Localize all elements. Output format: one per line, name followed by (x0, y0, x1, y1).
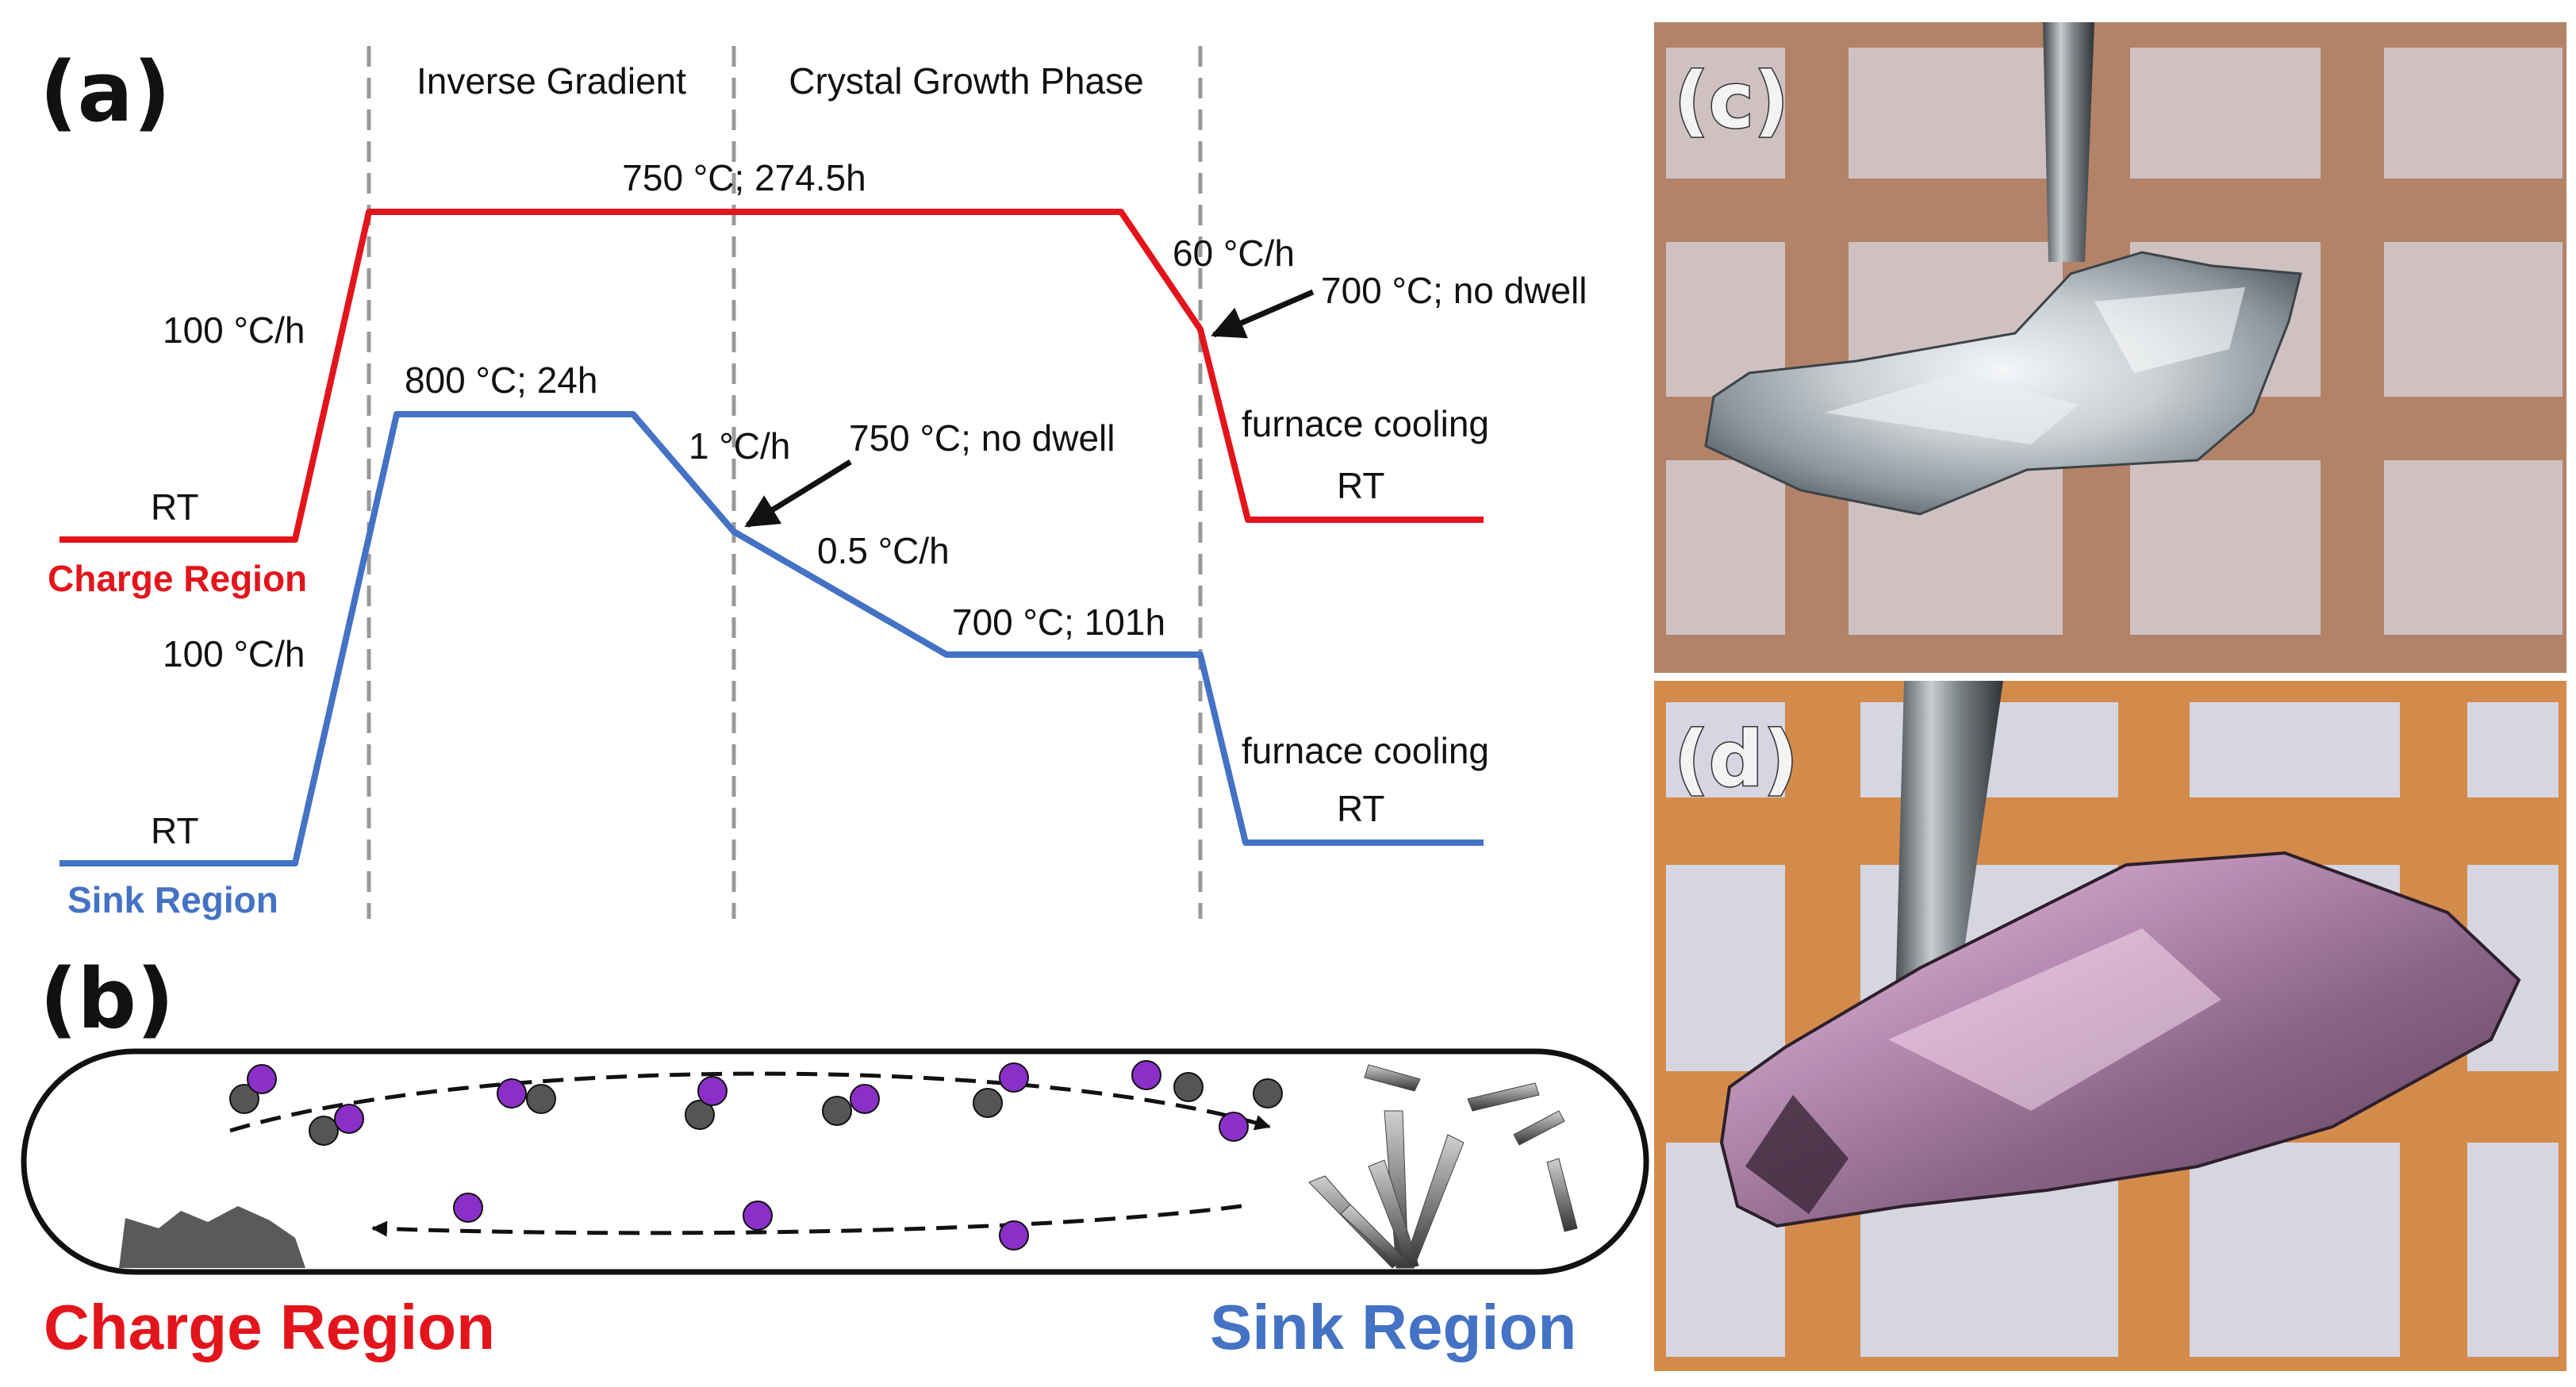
sink-rt-start: RT (151, 810, 199, 851)
panel-d-label: (d) (1674, 715, 1798, 804)
sink-dwell-label: 800 °C; 24h (405, 359, 597, 401)
sink-ramp-label: 100 °C/h (163, 633, 305, 674)
charge-endpoint-label: 700 °C; no dwell (1321, 270, 1587, 311)
arrow-icon (744, 459, 852, 528)
atom-pair-icon (229, 1060, 1283, 1251)
charge-rt-start: RT (151, 486, 199, 528)
ampoule-sink-label: Sink Region (1210, 1292, 1576, 1362)
charge-dwell-label: 750 °C; 274.5h (622, 157, 866, 198)
charge-furnace-label: furnace cooling (1242, 403, 1489, 444)
sink-cool-rate-1-label: 1 °C/h (689, 425, 790, 467)
charge-rt-end: RT (1337, 465, 1385, 506)
phase-dividers (367, 46, 1203, 919)
charge-profile-line (60, 209, 1484, 543)
charge-region-label: Charge Region (48, 558, 307, 599)
sink-profile-line (60, 411, 1484, 866)
tweezer-c (2043, 22, 2094, 262)
charge-cool-rate-label: 60 °C/h (1173, 232, 1295, 274)
sink-point-label: 750 °C; no dwell (849, 417, 1115, 459)
charge-pile (119, 1206, 305, 1268)
charge-ramp-label: 100 °C/h (163, 309, 305, 351)
crystal-cluster-icon (1308, 1064, 1578, 1269)
ampoule (21, 1048, 1649, 1275)
sink-region-label: Sink Region (67, 879, 278, 920)
sink-dwell-2-label: 700 °C; 101h (952, 601, 1165, 643)
panel-c-label: (c) (1674, 56, 1789, 145)
sink-rt-end: RT (1337, 788, 1385, 829)
transport-path-bottom (371, 1204, 1242, 1237)
sink-furnace-label: furnace cooling (1242, 730, 1489, 771)
panel-a-label: (a) (40, 44, 171, 140)
phase-crystal-growth: Crystal Growth Phase (789, 60, 1143, 102)
arrow-icon (1211, 289, 1315, 339)
transport-path-top (229, 1071, 1271, 1133)
photo-c (1654, 22, 2566, 673)
ampoule-charge-label: Charge Region (44, 1292, 495, 1362)
photo-d (1654, 681, 2566, 1371)
sink-cool-rate-2-label: 0.5 °C/h (817, 530, 950, 571)
phase-inverse-gradient: Inverse Gradient (417, 60, 686, 102)
panel-b-label: (b) (40, 951, 175, 1047)
